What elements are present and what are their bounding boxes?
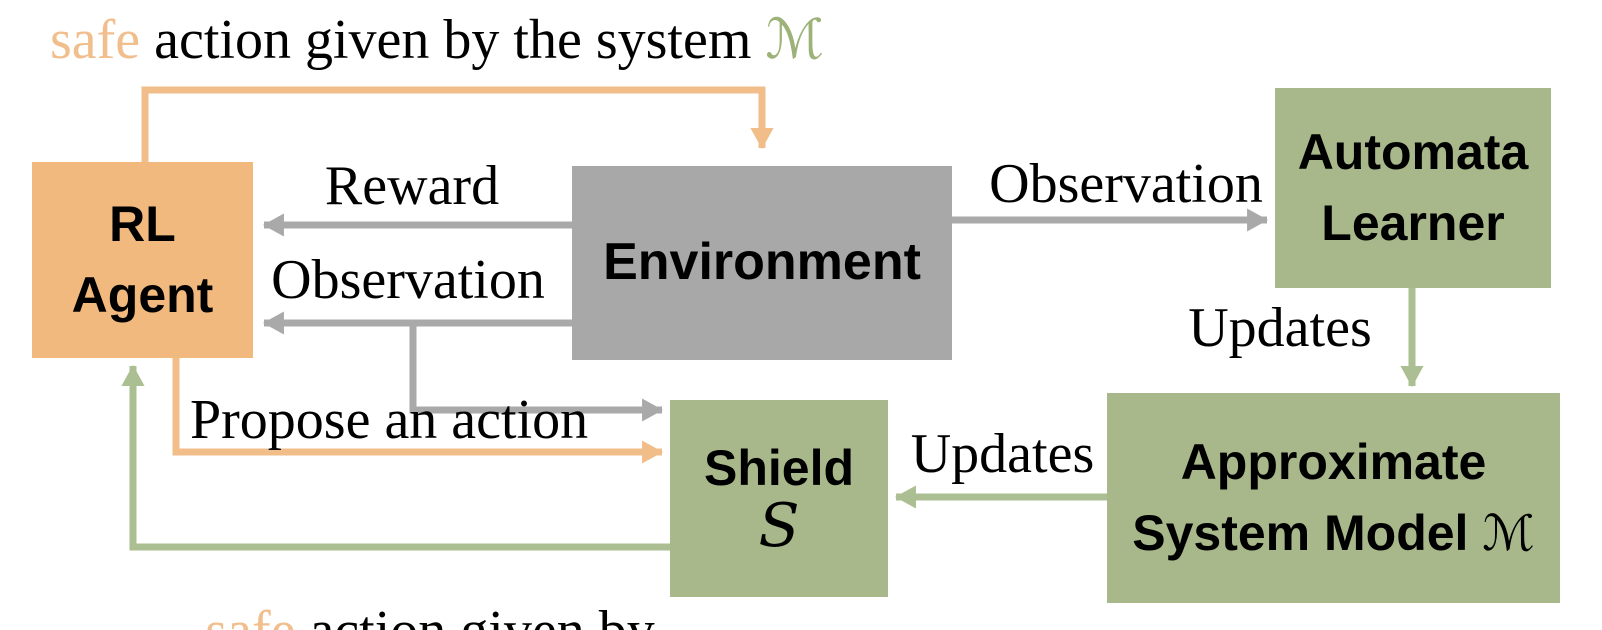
script-m-symbol-top: ℳ [765,7,825,71]
rl-agent-label-line1: RL [109,196,176,252]
safe-action-top-label: safe action given by the system ℳ [50,7,825,71]
rl-agent-label-line2: Agent [71,267,214,323]
safe-word-bottom: safe [205,600,295,630]
safe-action-bottom-label: safe action given by the system ℳ [150,486,710,630]
automata-learner-box: Automata Learner [1275,88,1551,288]
shield-script-s-symbol: S [758,491,800,561]
automata-learner-label-line1: Automata [1297,124,1529,180]
safe-word-top: safe [50,9,141,71]
shield-label: Shield [703,440,855,496]
approx-model-script-m-symbol: ℳ [1482,505,1535,562]
automata-learner-label-line2: Learner [1321,195,1505,251]
approximate-system-model-box: Approximate System Model ℳ [1107,393,1560,603]
environment-box: Environment [572,166,952,360]
approx-model-label-line2: System Model ℳ [1132,505,1535,562]
rl-agent-box: RL Agent [32,162,253,358]
propose-action-label: Propose an action [190,389,589,451]
environment-label: Environment [603,233,921,292]
observation-left-label: Observation [271,249,545,311]
reward-label: Reward [324,155,500,217]
observation-right-label: Observation [989,153,1263,215]
approx-model-label-line1: Approximate [1180,434,1487,490]
updates-vertical-label: Updates [1188,297,1372,359]
shield-box: Shield S [670,400,888,597]
safe-action-bottom-line1: safe action given by [150,602,710,630]
updates-horizontal-label: Updates [910,423,1095,485]
edge-safe-action-agent-to-environment [141,86,774,162]
